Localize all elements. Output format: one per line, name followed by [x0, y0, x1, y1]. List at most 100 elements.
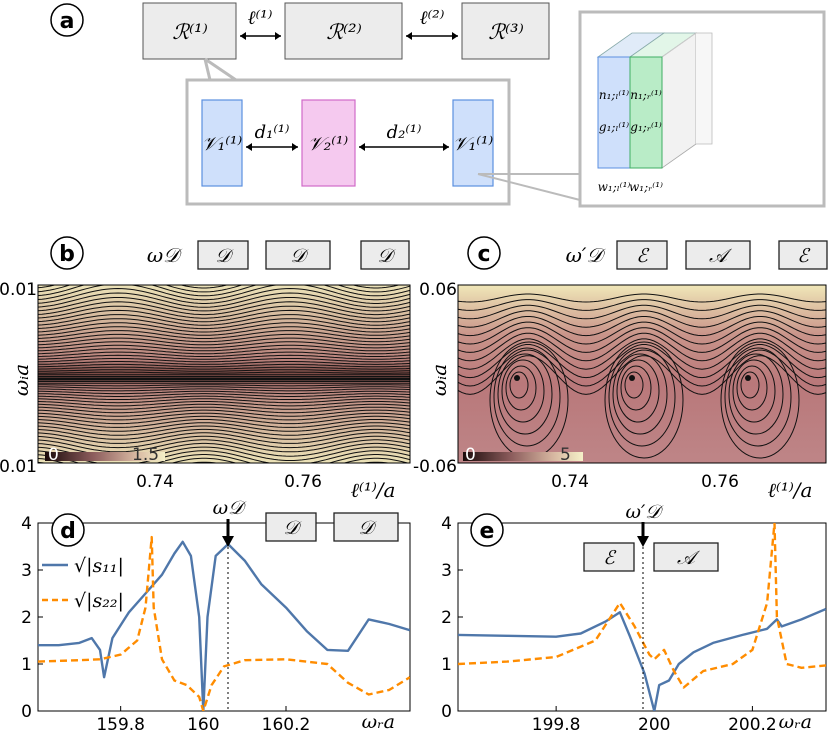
contour-line-b — [38, 337, 410, 346]
panel-b-xlabel: ℓ⁽¹⁾/a — [351, 478, 396, 502]
resonator-box-2 — [284, 2, 403, 60]
slab-right-g: g₁;ᵣ⁽¹⁾ — [630, 120, 661, 134]
contour-line-b — [38, 369, 410, 372]
series-line-s22 — [458, 523, 826, 689]
contour-loop-c — [509, 371, 529, 399]
contour-loop-c — [724, 347, 792, 447]
contour-line-b — [38, 388, 410, 392]
ytick-label: 2 — [21, 608, 32, 628]
contour-line-c — [458, 349, 826, 387]
xtick-label: 159.8 — [96, 715, 145, 733]
panel-b-xtick-2: 0.76 — [284, 472, 322, 492]
series-line-s22 — [38, 535, 410, 711]
resonator-box-1 — [142, 2, 237, 60]
sym-box-e-1 — [583, 542, 635, 572]
colorbar-c — [463, 452, 583, 461]
contour-line-c — [458, 293, 826, 303]
contour-line-c — [458, 316, 826, 337]
distance-label-2: d₂⁽¹⁾ — [387, 122, 422, 143]
ytick-label: 4 — [21, 514, 32, 534]
contour-line-b — [38, 351, 410, 357]
contour-line-b — [38, 285, 401, 289]
resonator-label-2: ℛ⁽²⁾ — [326, 20, 362, 44]
element-label-3: 𝒱₁⁽¹⁾ — [453, 133, 494, 155]
colorbar-c-max: 5 — [560, 445, 571, 465]
contour-loop-c — [620, 365, 652, 411]
lines-d — [38, 535, 410, 711]
panel-b-freq-label: ω𝒟 — [147, 243, 183, 267]
sym-label-b-3: 𝒟 — [377, 245, 396, 267]
contour-loop-c — [612, 353, 668, 435]
contour-loop-c — [728, 353, 784, 435]
resonator-box-3 — [461, 2, 550, 60]
panel-c-xtick-1: 0.74 — [551, 472, 589, 492]
panel-c: c ω′𝒟 ℰ 𝒜 ℰ 0 5 0.06 -0.06 0.74 0.76 ℓ⁽¹… — [413, 236, 828, 502]
contour-line-b — [38, 330, 410, 339]
panel-e-marker-label: ω′𝒟 — [626, 501, 665, 523]
series-line-s11 — [38, 540, 410, 711]
sym-box-c-3 — [778, 240, 828, 270]
ytick-label: 0 — [21, 702, 32, 722]
contour-line-c — [458, 338, 826, 370]
contour-loop-c — [720, 341, 800, 459]
xtick-label: 199.8 — [532, 715, 581, 733]
contour-center-c — [629, 375, 635, 381]
panel-b-ytick-bottom: -0.01 — [0, 457, 37, 477]
contour-loop-c — [493, 347, 561, 447]
panel-c-ytick-top: 0.06 — [419, 280, 457, 300]
contour-line-b — [38, 439, 410, 453]
contour-line-b — [38, 409, 410, 417]
contour-loop-c — [740, 371, 760, 399]
contour-line-b — [38, 450, 410, 463]
legend-s22-label: √|s₂₂| — [74, 590, 124, 612]
panel-c-xtick-2: 0.76 — [701, 472, 739, 492]
contour-line-b — [38, 297, 410, 312]
contour-line-b — [38, 422, 410, 432]
colorbar-b-min: 0 — [48, 445, 59, 465]
contour-line-c — [458, 332, 826, 362]
contour-line-b — [38, 412, 410, 421]
panel-e-xlabel: ωᵣa — [779, 711, 812, 733]
panel-d-marker-label: ω𝒟 — [213, 497, 247, 519]
sym-box-e-2 — [653, 542, 719, 572]
distance-label-1: d₁⁽¹⁾ — [255, 122, 290, 143]
contour-loop-c — [608, 347, 676, 447]
contour-line-b — [38, 341, 410, 349]
contour-center-c — [745, 375, 751, 381]
contour-line-b — [38, 398, 410, 404]
contour-line-b — [38, 287, 410, 304]
contour-line-b — [38, 326, 410, 336]
legend-s11-label: √|s₁₁| — [74, 555, 124, 577]
contour-line-b — [38, 322, 410, 333]
contour-loop-c — [501, 359, 545, 423]
contour-line-b — [38, 384, 410, 387]
colorbar-b-max: 1.5 — [132, 445, 159, 465]
contour-line-b — [38, 318, 410, 330]
contour-line-b — [38, 419, 410, 428]
contour-loop-c — [616, 359, 660, 423]
contours-c — [458, 293, 826, 459]
panel-a-badge — [50, 3, 84, 37]
sym-box-c-1 — [616, 240, 668, 270]
contour-loop-c — [732, 359, 776, 423]
panel-d-xlabel: ωᵣa — [362, 711, 395, 733]
contour-line-b — [38, 393, 410, 397]
contour-line-b — [38, 301, 410, 316]
contour-line-c — [458, 310, 826, 328]
panel-e-letter: e — [480, 519, 495, 544]
sym-label-b-2: 𝒟 — [290, 245, 309, 267]
sym-box-d-1 — [265, 512, 317, 542]
contours-b — [38, 285, 410, 463]
contour-line-b — [38, 366, 410, 370]
contour-line-c — [458, 304, 826, 320]
panel-b-letter: b — [59, 242, 75, 267]
ytick-label: 3 — [441, 561, 452, 581]
element-box-v2 — [301, 99, 356, 187]
contour-line-b — [38, 435, 410, 449]
slab-left-layer — [597, 56, 631, 169]
panel-b-ylabel: ωᵢa — [9, 364, 33, 396]
contour-line-b — [38, 390, 410, 395]
panel-c-ylabel: ωᵢa — [427, 364, 451, 396]
sym-box-b-3 — [360, 240, 410, 270]
